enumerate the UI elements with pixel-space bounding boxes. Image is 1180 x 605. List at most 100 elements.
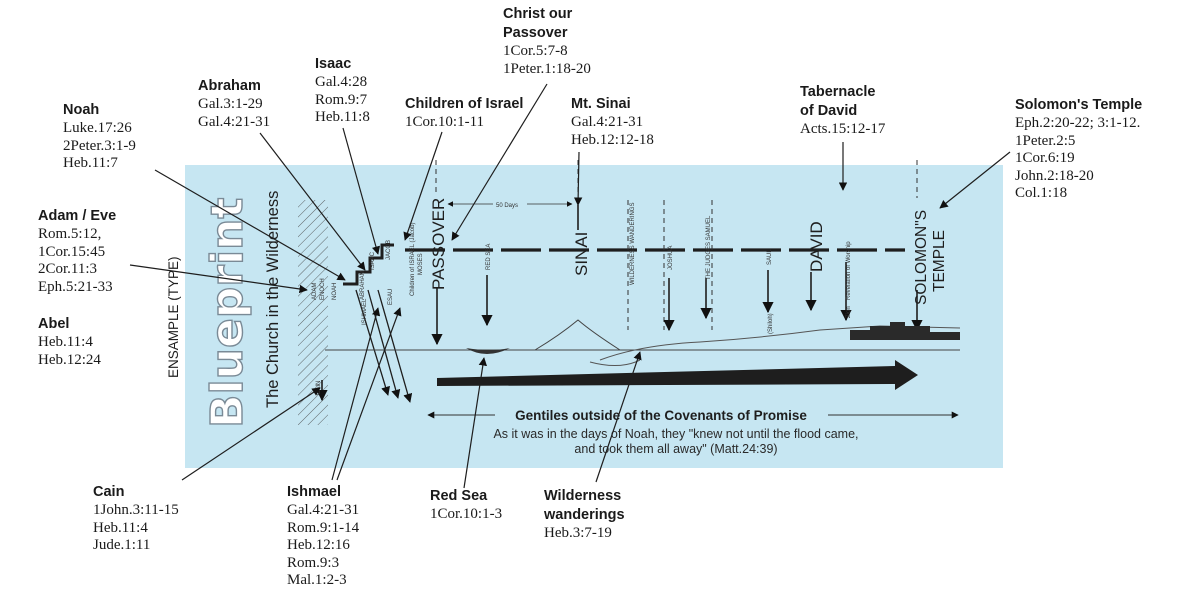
ensample-label: ENSAMPLE (TYPE) (166, 256, 181, 378)
wilderness-wanderings-heading: wanderings (544, 507, 625, 523)
noah-quote-line1: As it was in the days of Noah, they "kne… (493, 427, 858, 441)
noah-quote-line2: and took them all away" (Matt.24:39) (574, 442, 777, 456)
blueprint-word: Blueprint (202, 198, 253, 428)
cain-reference: Heb.11:4 (93, 519, 148, 536)
noah-reference: 2Peter.3:1-9 (63, 137, 136, 154)
adam-eve-reference: 2Cor.11:3 (38, 261, 98, 277)
wilderness-terrain (599, 325, 961, 361)
abraham-tiny: ABRAHAM (360, 270, 366, 300)
wilderness-tiny: WILDERNESS WANDERINGS (630, 203, 636, 285)
solomons-temple-reference: 1Peter.2:5 (1015, 132, 1076, 149)
children-tiny: Children of ISRAEL (Jacob) (410, 223, 416, 296)
zion-tiny: Zion (846, 306, 852, 318)
christ-passover-reference: 1Cor.5:7-8 (503, 43, 568, 59)
tabernacle-david-heading: of David (800, 103, 858, 119)
solomons-temple-heading: Solomon's Temple (1015, 97, 1143, 113)
ishmael-tiny: ISHMAEL (362, 298, 368, 325)
joshua-tiny: JOSHUA (668, 246, 674, 270)
solomons-temple-reference: Eph.2:20-22; 3:1-12. (1015, 115, 1141, 131)
mt-sinai-heading: Mt. Sinai (571, 96, 631, 112)
jacob-tiny: JACOB (386, 240, 392, 260)
noah-tiny: NOAH (332, 283, 338, 300)
isaac-heading: Isaac (315, 56, 352, 72)
isaac-tiny: ISAAC (370, 251, 376, 270)
big-timeline-arrow (437, 360, 918, 390)
noah-reference: Luke.17:26 (63, 120, 132, 136)
solomons-temple-reference: Col.1:18 (1015, 185, 1068, 201)
adam-eve-reference: Eph.5:21-33 (38, 278, 113, 295)
ishmael-reference: Rom.9:1-14 (287, 519, 360, 536)
abel-reference: Heb.11:4 (38, 334, 93, 350)
solomons-label-1: SOLOMON"S (913, 210, 930, 305)
noah-heading: Noah (63, 102, 100, 118)
ishmael-reference: Heb.12:16 (287, 537, 350, 553)
red-sea-reference: 1Cor.10:1-3 (430, 506, 503, 522)
gentiles-label: Gentiles outside of the Covenants of Pro… (515, 408, 807, 423)
revelation-tiny: Revelation of Worship (846, 241, 852, 300)
christ-passover-heading: Christ our (503, 6, 573, 22)
adam-eve-heading: Adam / Eve (38, 208, 117, 224)
abel-reference: Heb.12:24 (38, 351, 101, 368)
noah-reference: Heb.11:7 (63, 155, 118, 171)
cain-reference: Jude.1:11 (93, 537, 151, 553)
solomons-label-2: TEMPLE (931, 230, 948, 292)
enoch-tiny: ENOCH (320, 278, 326, 300)
label-red-sea: Red Sea 1Cor.10:1-3 (430, 487, 502, 524)
david-label: DAVID (807, 221, 826, 272)
cain-heading: Cain (93, 484, 125, 500)
moses-tiny: MOSES (418, 253, 424, 275)
adam-tiny: ADAM (312, 283, 318, 300)
ishmael-reference: Mal.1:2-3 (287, 572, 347, 588)
children-israel-reference: 1Cor.10:1-11 (405, 114, 485, 130)
abraham-reference: Gal.3:1-29 (198, 96, 263, 112)
wilderness-wanderings-reference: Heb.3:7-19 (544, 525, 612, 541)
children-israel-heading: Children of Israel (405, 96, 524, 112)
abel-heading: Abel (38, 316, 70, 332)
ishmael-reference: Rom.9:3 (287, 554, 340, 571)
saul-tiny: SAUL (767, 249, 773, 265)
patriarch-staircase (343, 243, 394, 286)
city-skyline (850, 322, 960, 340)
red-sea-heading: Red Sea (430, 488, 488, 504)
cain-tiny: CAIN (316, 381, 322, 395)
isaac-reference: Heb.11:8 (315, 109, 370, 125)
adam-eve-reference: Rom.5:12, (38, 226, 102, 242)
cain-reference: 1John.3:11-15 (93, 502, 179, 518)
mt-sinai-reference: Heb.12:12-18 (571, 131, 654, 148)
christ-passover-reference: 1Peter.1:18-20 (503, 60, 591, 77)
passover-label: PASSOVER (429, 198, 448, 290)
ishmael-heading: Ishmael (287, 484, 341, 500)
tabernacle-david-heading: Tabernacle (800, 84, 876, 100)
christ-passover-heading: Passover (503, 25, 568, 41)
shiloh-tiny: (Shiloh) (768, 313, 774, 334)
mt-sinai-reference: Gal.4:21-31 (571, 114, 644, 130)
pointer-lines (129, 83, 1011, 489)
isaac-reference: Rom.9:7 (315, 91, 368, 108)
solomons-temple-reference: John.2:18-20 (1015, 167, 1094, 184)
sinai-label: SINAI (572, 232, 591, 276)
esau-tiny: ESAU (388, 289, 394, 305)
abraham-reference: Gal.4:21-31 (198, 113, 271, 130)
isaac-reference: Gal.4:28 (315, 74, 368, 90)
adam-eve-reference: 1Cor.15:45 (38, 243, 106, 260)
church-label: The Church in the Wilderness (264, 191, 282, 408)
fifty-days-label: 50 Days (496, 203, 518, 209)
tabernacle-david-reference: Acts.15:12-17 (800, 121, 886, 137)
ishmael-reference: Gal.4:21-31 (287, 502, 360, 518)
red-sea-water (466, 348, 510, 354)
wilderness-wanderings-heading: Wilderness (544, 488, 622, 504)
red-sea-tiny: RED SEA (486, 244, 492, 270)
hatched-wall (298, 200, 328, 425)
